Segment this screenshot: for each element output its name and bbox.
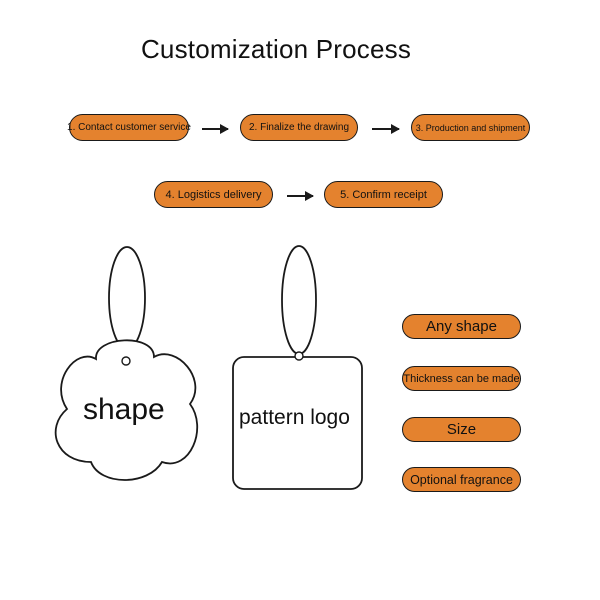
step-label: 1. Contact customer service — [67, 122, 191, 133]
step-contact-customer-service: 1. Contact customer service — [67, 114, 191, 141]
step-logistics-delivery: 4. Logistics delivery — [154, 181, 273, 208]
diagram-title: Customization Process — [140, 34, 412, 64]
flower-tag-label: shape — [83, 393, 165, 426]
arrow-step4-to-step5 — [287, 191, 314, 201]
step-label: 5. Confirm receipt — [340, 188, 427, 201]
step-confirm-receipt: 5. Confirm receipt — [324, 181, 443, 208]
option-thickness: Thickness can be made — [402, 366, 521, 391]
step-label: 2. Finalize the drawing — [248, 122, 350, 133]
arrow-step1-to-step2 — [202, 124, 229, 134]
step-label: 4. Logistics delivery — [165, 188, 262, 201]
option-label: Size — [446, 421, 477, 438]
square-tag-label: pattern logo — [239, 406, 350, 429]
flower-tag-string-loop — [108, 246, 146, 350]
square-tag-string-loop — [281, 245, 317, 355]
option-any-shape: Any shape — [402, 314, 521, 339]
flower-tag-hole — [121, 356, 131, 366]
option-label: Optional fragrance — [410, 472, 513, 487]
flower-tag-shape — [54, 339, 199, 481]
step-production-shipment: 3. Production and shipment — [411, 114, 530, 141]
option-fragrance: Optional fragrance — [402, 467, 521, 492]
option-label: Any shape — [426, 318, 497, 335]
option-size: Size — [402, 417, 521, 442]
option-label: Thickness can be made — [403, 372, 520, 385]
arrow-step2-to-step3 — [372, 124, 400, 134]
step-label: 3. Production and shipment — [415, 122, 526, 133]
step-finalize-drawing: 2. Finalize the drawing — [240, 114, 358, 141]
square-tag-hole — [294, 351, 304, 361]
